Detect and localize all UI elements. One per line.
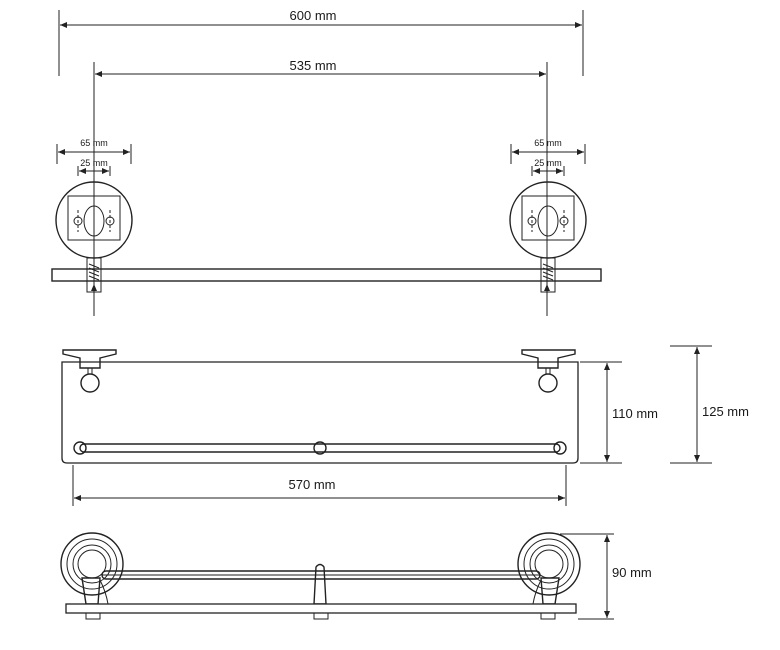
plan-view: 110 mm 125 mm 570 mm: [61, 345, 749, 506]
elevation-view: 90 mm: [60, 532, 652, 620]
dimension-right-mount: 65 mm 25 mm: [510, 138, 586, 176]
right-wall-bracket: [521, 349, 576, 393]
label-height: 90 mm: [612, 565, 652, 580]
label-left-outer: 65 mm: [80, 138, 108, 148]
right-rosette: [517, 532, 581, 596]
dimension-mount-spacing: 535 mm: [93, 58, 548, 316]
label-total-depth: 125 mm: [702, 404, 749, 419]
left-wall-bracket: [62, 349, 117, 393]
front-rail-plan: [73, 441, 567, 455]
top-view: 600 mm 535 mm 65 mm 25 mm 65 mm: [51, 8, 602, 316]
dimension-glass-length: 570 mm: [72, 465, 567, 506]
label-right-outer: 65 mm: [534, 138, 562, 148]
dimension-overall-width: 600 mm: [58, 8, 584, 76]
label-right-inner: 25 mm: [534, 158, 562, 168]
label-mount-spacing: 535 mm: [290, 58, 337, 73]
label-left-inner: 25 mm: [80, 158, 108, 168]
label-overall-width: 600 mm: [290, 8, 337, 23]
rail-elevation: [101, 570, 541, 580]
label-glass-depth: 110 mm: [612, 406, 658, 421]
shelf-bar-front: [51, 268, 602, 282]
label-glass-length: 570 mm: [289, 477, 336, 492]
right-shelf-clip: [540, 612, 556, 620]
center-shelf-clip: [313, 612, 329, 620]
dimension-height: 90 mm: [560, 533, 652, 620]
glass-shelf: [61, 361, 579, 464]
dimension-glass-depth: 110 mm: [580, 361, 658, 464]
right-mount-front: [509, 181, 587, 293]
dimension-left-mount: 65 mm 25 mm: [56, 138, 132, 176]
dimension-total-depth: 125 mm: [670, 345, 749, 464]
left-rosette: [60, 532, 124, 596]
glass-shelf-elevation: [65, 603, 577, 614]
left-shelf-clip: [85, 612, 101, 620]
